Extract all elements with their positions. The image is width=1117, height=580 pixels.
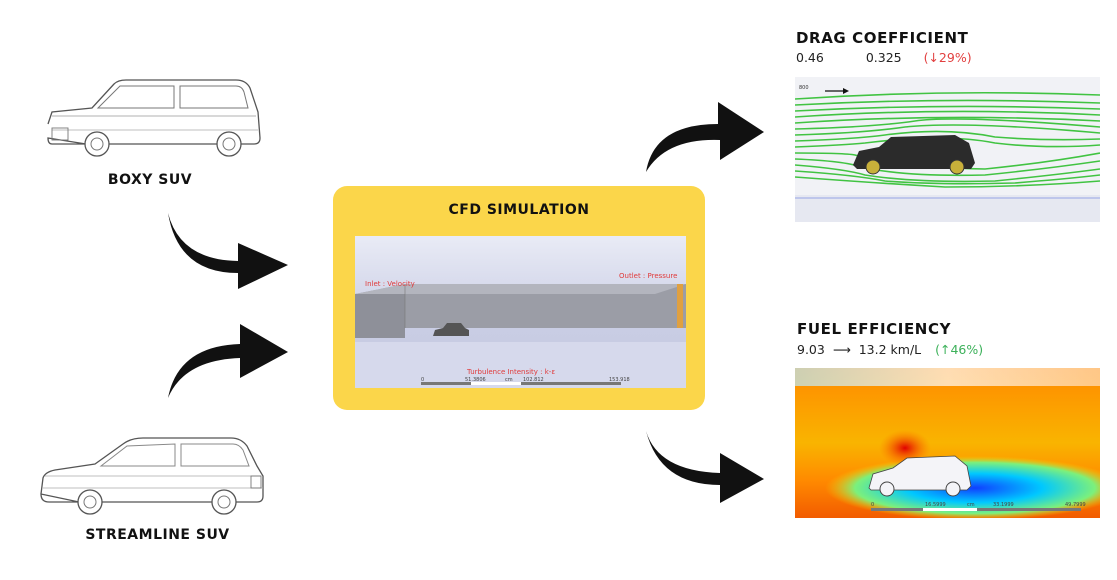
fuel-metrics: 9.03 ⟶ 13.2 km/L (↑46%) — [797, 342, 983, 357]
fuel-change: (↑46%) — [935, 342, 984, 357]
scale-tick: 153.918 — [609, 377, 630, 383]
scale-tick: 0 — [421, 377, 424, 383]
turbulence-label: Turbulence Intensity : k-ε — [466, 368, 555, 376]
streamline-image: 800 — [795, 77, 1100, 222]
scale-tick: cm — [967, 502, 975, 508]
cfd-simulation-title: CFD SIMULATION — [448, 202, 590, 218]
streamline-corner-label: 800 — [799, 85, 809, 91]
boxy-suv-label: BOXY SUV — [107, 172, 193, 188]
cfd-domain-image: Inlet : Velocity Outlet : Pressure Turbu… — [355, 236, 686, 388]
fuel-arrow-icon: ⟶ — [832, 342, 851, 357]
drag-title: DRAG COEFFICIENT — [796, 29, 969, 47]
scale-tick: 33.1999 — [993, 502, 1014, 508]
arrow-boxy-to-simulation — [168, 213, 288, 289]
arrow-simulation-to-drag — [646, 102, 764, 172]
fuel-after: 13.2 km/L — [858, 342, 922, 357]
scale-tick: 0 — [871, 502, 874, 508]
fuel-title: FUEL EFFICIENCY — [797, 320, 952, 338]
drag-after: 0.325 — [865, 50, 902, 65]
streamline-suv-illustration — [40, 437, 264, 515]
scale-tick: 16.5999 — [925, 502, 946, 508]
inlet-label: Inlet : Velocity — [365, 280, 415, 288]
fuel-before: 9.03 — [797, 342, 825, 357]
arrow-simulation-to-fuel — [646, 431, 764, 503]
boxy-suv-illustration — [47, 79, 261, 157]
arrow-streamline-to-simulation — [168, 324, 288, 398]
scale-tick: 102.812 — [523, 377, 544, 383]
drag-metrics: 0.46 0.325 (↓29%) — [796, 50, 972, 65]
streamline-suv-label: STREAMLINE SUV — [85, 527, 230, 543]
cfd-simulation-panel: CFD SIMULATION Inlet : Velocity Outlet :… — [333, 186, 705, 410]
pressure-contour-image: 0 16.5999 cm 33.1999 49.7999 — [795, 368, 1100, 518]
scale-tick: 49.7999 — [1065, 502, 1086, 508]
drag-before: 0.46 — [796, 50, 824, 65]
scale-tick: cm — [505, 377, 513, 383]
drag-change: (↓29%) — [923, 50, 972, 65]
scale-tick: 51.3806 — [465, 377, 486, 383]
outlet-label: Outlet : Pressure — [619, 272, 677, 280]
